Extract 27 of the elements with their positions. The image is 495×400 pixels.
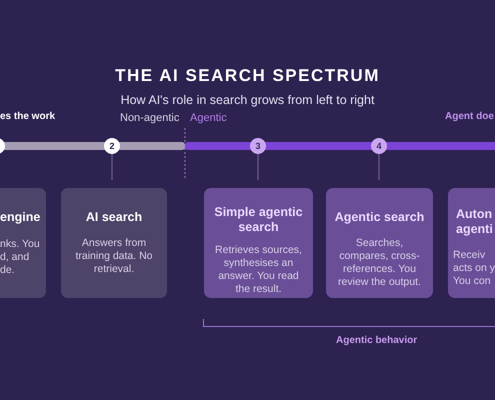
connector-line: [111, 154, 113, 180]
step-marker: 2: [104, 138, 120, 154]
step-card: [448, 188, 495, 298]
step-card: [204, 188, 313, 298]
card-description: Receiv acts on y You con: [453, 249, 495, 288]
diagram-title: THE AI SEARCH SPECTRUM: [114, 66, 381, 86]
card-description: Searches, compares, cross-references. You review the output.: [337, 237, 422, 289]
card-title: Agentic search: [334, 210, 426, 225]
heading-label: es the work: [0, 111, 56, 122]
step-marker: 4: [371, 138, 387, 154]
card-description: nks. You d, and de.: [0, 238, 40, 277]
card-title: AI search: [84, 210, 144, 225]
card-title: Simple agentic search: [213, 205, 304, 235]
step-card: [326, 188, 433, 298]
card-title: Auton agenti: [456, 207, 494, 237]
card-description: Answers from training data. No retrieval.: [74, 237, 154, 276]
step-card: [61, 188, 167, 298]
category-label: Agentic: [190, 112, 227, 124]
subtitle: How AI's role in search grows from left to right: [120, 93, 376, 107]
category-label: Non-agentic: [120, 112, 180, 124]
card-title: engine: [0, 210, 40, 225]
bracket-label: Agentic behavior: [336, 335, 418, 346]
step-marker: 3: [250, 138, 266, 154]
heading-label: Agent doe: [445, 111, 494, 122]
connector-line: [378, 154, 380, 180]
card-description: Retrieves sources, synthesises an answer. You read the result.: [214, 244, 303, 296]
connector-line: [257, 154, 259, 180]
